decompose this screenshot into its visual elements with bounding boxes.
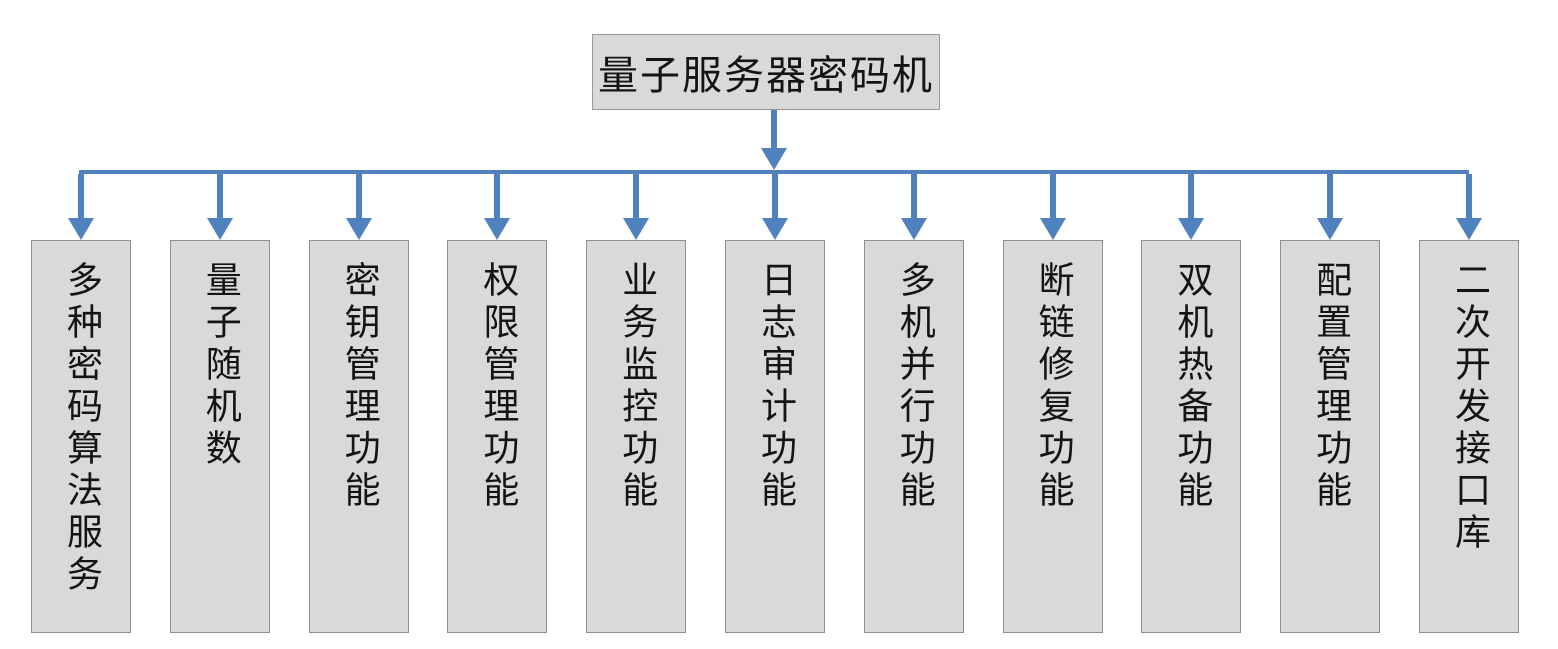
branch-column: 断链修复功能 (1002, 174, 1103, 633)
arrow-down-icon (900, 174, 927, 240)
branch-column: 多种密码算法服务 (31, 174, 131, 633)
root-node-box: 量子服务器密码机 (592, 34, 940, 110)
arrow-shaft (771, 110, 777, 148)
arrow-down-icon (761, 174, 788, 240)
branch-column: 业务监控功能 (586, 174, 687, 633)
arrow-shaft (216, 174, 223, 218)
child-node-box: 断链修复功能 (1002, 240, 1103, 633)
arrow-shaft (1049, 174, 1056, 218)
child-node-label: 双机热备功能 (1171, 261, 1213, 513)
arrow-head (900, 218, 927, 240)
child-node-box: 权限管理功能 (447, 240, 548, 633)
arrow-shaft (78, 174, 84, 218)
arrow-down-icon (1455, 174, 1482, 240)
child-node-box: 密钥管理功能 (308, 240, 409, 633)
branch-column: 日志审计功能 (724, 174, 825, 633)
child-node-label: 配置管理功能 (1310, 261, 1352, 513)
arrow-down-icon (68, 174, 94, 240)
arrow-down-icon (484, 174, 511, 240)
child-node-label: 多种密码算法服务 (61, 261, 102, 597)
arrow-head (484, 218, 511, 240)
arrow-head (68, 218, 94, 240)
branch-column: 量子随机数 (169, 174, 270, 633)
branch-column: 二次开发接口库 (1418, 174, 1519, 633)
arrow-down-icon (1178, 174, 1205, 240)
child-node-label: 权限管理功能 (477, 261, 519, 513)
child-node-box: 二次开发接口库 (1418, 240, 1519, 633)
arrow-head (1455, 218, 1482, 240)
arrow-shaft (633, 174, 640, 218)
child-node-label: 密钥管理功能 (338, 261, 380, 513)
child-node-box: 多机并行功能 (863, 240, 964, 633)
arrow-shaft (355, 174, 362, 218)
child-node-box: 配置管理功能 (1280, 240, 1381, 633)
child-node-box: 量子随机数 (169, 240, 270, 633)
arrow-head (206, 218, 233, 240)
arrow-head (761, 148, 787, 170)
arrow-head (345, 218, 372, 240)
arrow-down-icon (345, 174, 372, 240)
child-node-box: 双机热备功能 (1141, 240, 1242, 633)
child-node-label: 二次开发接口库 (1448, 261, 1490, 555)
arrow-shaft (1188, 174, 1195, 218)
arrow-head (1178, 218, 1205, 240)
child-node-box: 多种密码算法服务 (31, 240, 131, 633)
branch-column: 配置管理功能 (1280, 174, 1381, 633)
arrow-shaft (910, 174, 917, 218)
arrow-shaft (494, 174, 501, 218)
child-node-label: 日志审计功能 (754, 261, 796, 513)
arrow-down-icon (623, 174, 650, 240)
arrow-shaft (1327, 174, 1334, 218)
child-node-box: 日志审计功能 (724, 240, 825, 633)
branch-column: 权限管理功能 (447, 174, 548, 633)
branch-column: 密钥管理功能 (308, 174, 409, 633)
arrow-shaft (771, 174, 778, 218)
arrow-shaft (1465, 174, 1472, 218)
arrow-down-icon (1317, 174, 1344, 240)
child-node-label: 量子随机数 (199, 261, 241, 471)
branch-column: 双机热备功能 (1141, 174, 1242, 633)
arrow-down-icon (206, 174, 233, 240)
arrow-down-icon (761, 110, 787, 170)
branch-column: 多机并行功能 (863, 174, 964, 633)
arrow-head (623, 218, 650, 240)
child-node-box: 业务监控功能 (586, 240, 687, 633)
arrow-head (1039, 218, 1066, 240)
branch-connector-line (79, 170, 1469, 174)
child-node-label: 多机并行功能 (893, 261, 935, 513)
child-node-label: 业务监控功能 (616, 261, 658, 513)
arrow-down-icon (1039, 174, 1066, 240)
branch-columns: 多种密码算法服务 量子随机数 密钥管理功能 (31, 174, 1519, 633)
arrow-head (761, 218, 788, 240)
arrow-head (1317, 218, 1344, 240)
child-node-label: 断链修复功能 (1032, 261, 1074, 513)
